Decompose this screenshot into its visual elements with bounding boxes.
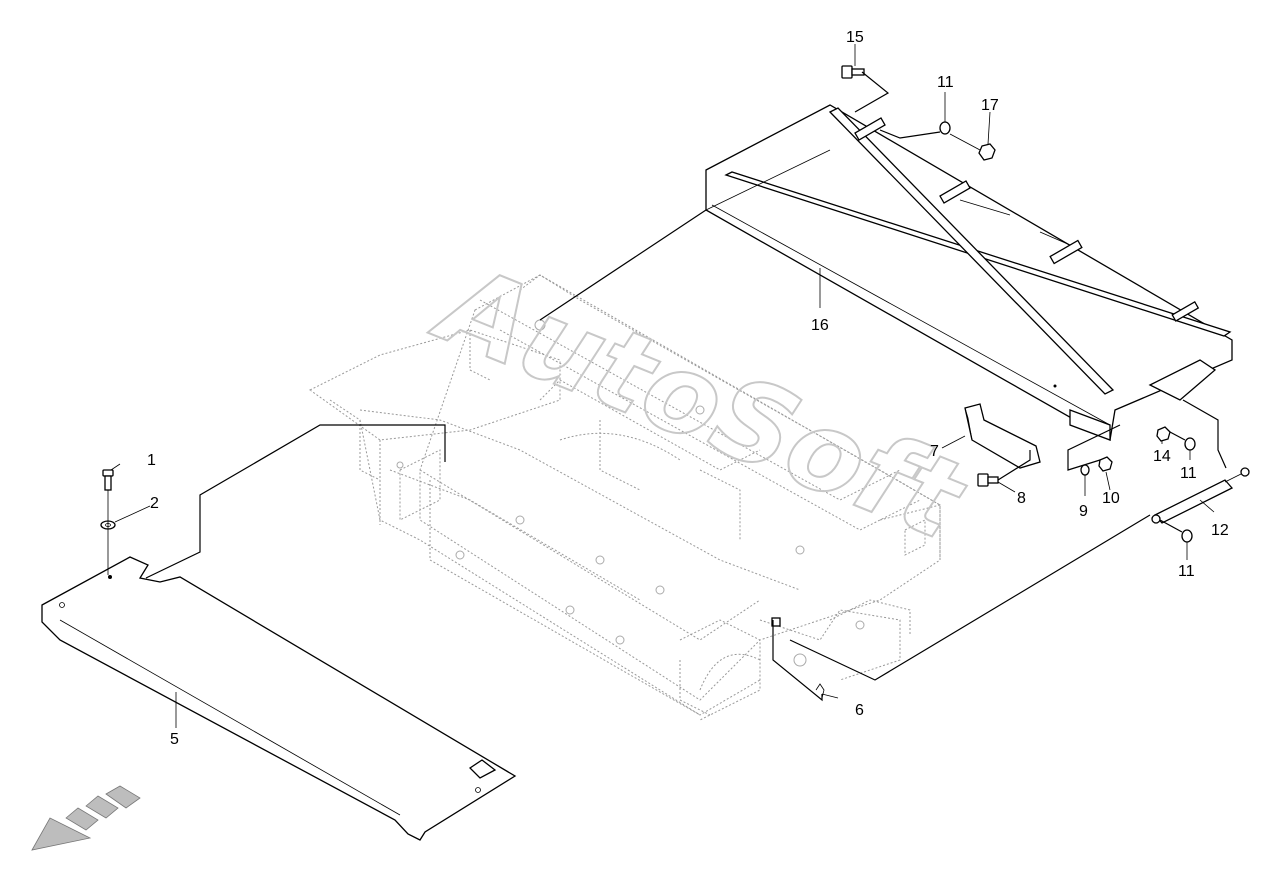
callout-2: 2 xyxy=(150,495,159,512)
callout-7: 7 xyxy=(930,443,939,460)
nut-10 xyxy=(1098,456,1113,472)
washer-11-bottom xyxy=(1181,529,1193,543)
callout-15: 15 xyxy=(846,29,864,46)
gas-strut-12 xyxy=(1151,467,1250,524)
callout-14: 14 xyxy=(1153,448,1171,465)
callout-11-top: 11 xyxy=(937,74,954,91)
washer-9 xyxy=(1080,464,1090,476)
nut-17 xyxy=(978,143,996,161)
lower-cover-plate xyxy=(41,556,517,841)
bolt-8 xyxy=(977,473,999,487)
washer-11-top xyxy=(939,121,951,135)
nut-14 xyxy=(1156,426,1171,442)
callout-1: 1 xyxy=(147,452,156,469)
chassis-frame xyxy=(309,274,941,721)
callout-12: 12 xyxy=(1211,522,1229,539)
callout-11-bottom: 11 xyxy=(1178,563,1195,580)
callout-16: 16 xyxy=(811,317,829,334)
top-cover-panel xyxy=(705,104,1233,442)
callout-9: 9 xyxy=(1079,503,1088,520)
forward-direction-arrow-icon xyxy=(31,785,141,851)
callout-labels: 1 2 5 6 7 8 9 10 11 11 11 12 14 15 16 17 xyxy=(147,29,1229,748)
callout-17: 17 xyxy=(981,97,999,114)
callout-5: 5 xyxy=(170,731,179,748)
pin-clip-6 xyxy=(771,617,825,699)
callout-11-right: 11 xyxy=(1180,465,1197,482)
callout-10: 10 xyxy=(1102,490,1120,507)
washer-11-right xyxy=(1184,437,1196,451)
bolt-15 xyxy=(841,65,865,79)
callout-8: 8 xyxy=(1017,490,1026,507)
leader-lines xyxy=(107,44,1227,728)
callout-6: 6 xyxy=(855,702,864,719)
bolt-1 xyxy=(102,469,114,491)
bracket-7 xyxy=(964,403,1041,469)
